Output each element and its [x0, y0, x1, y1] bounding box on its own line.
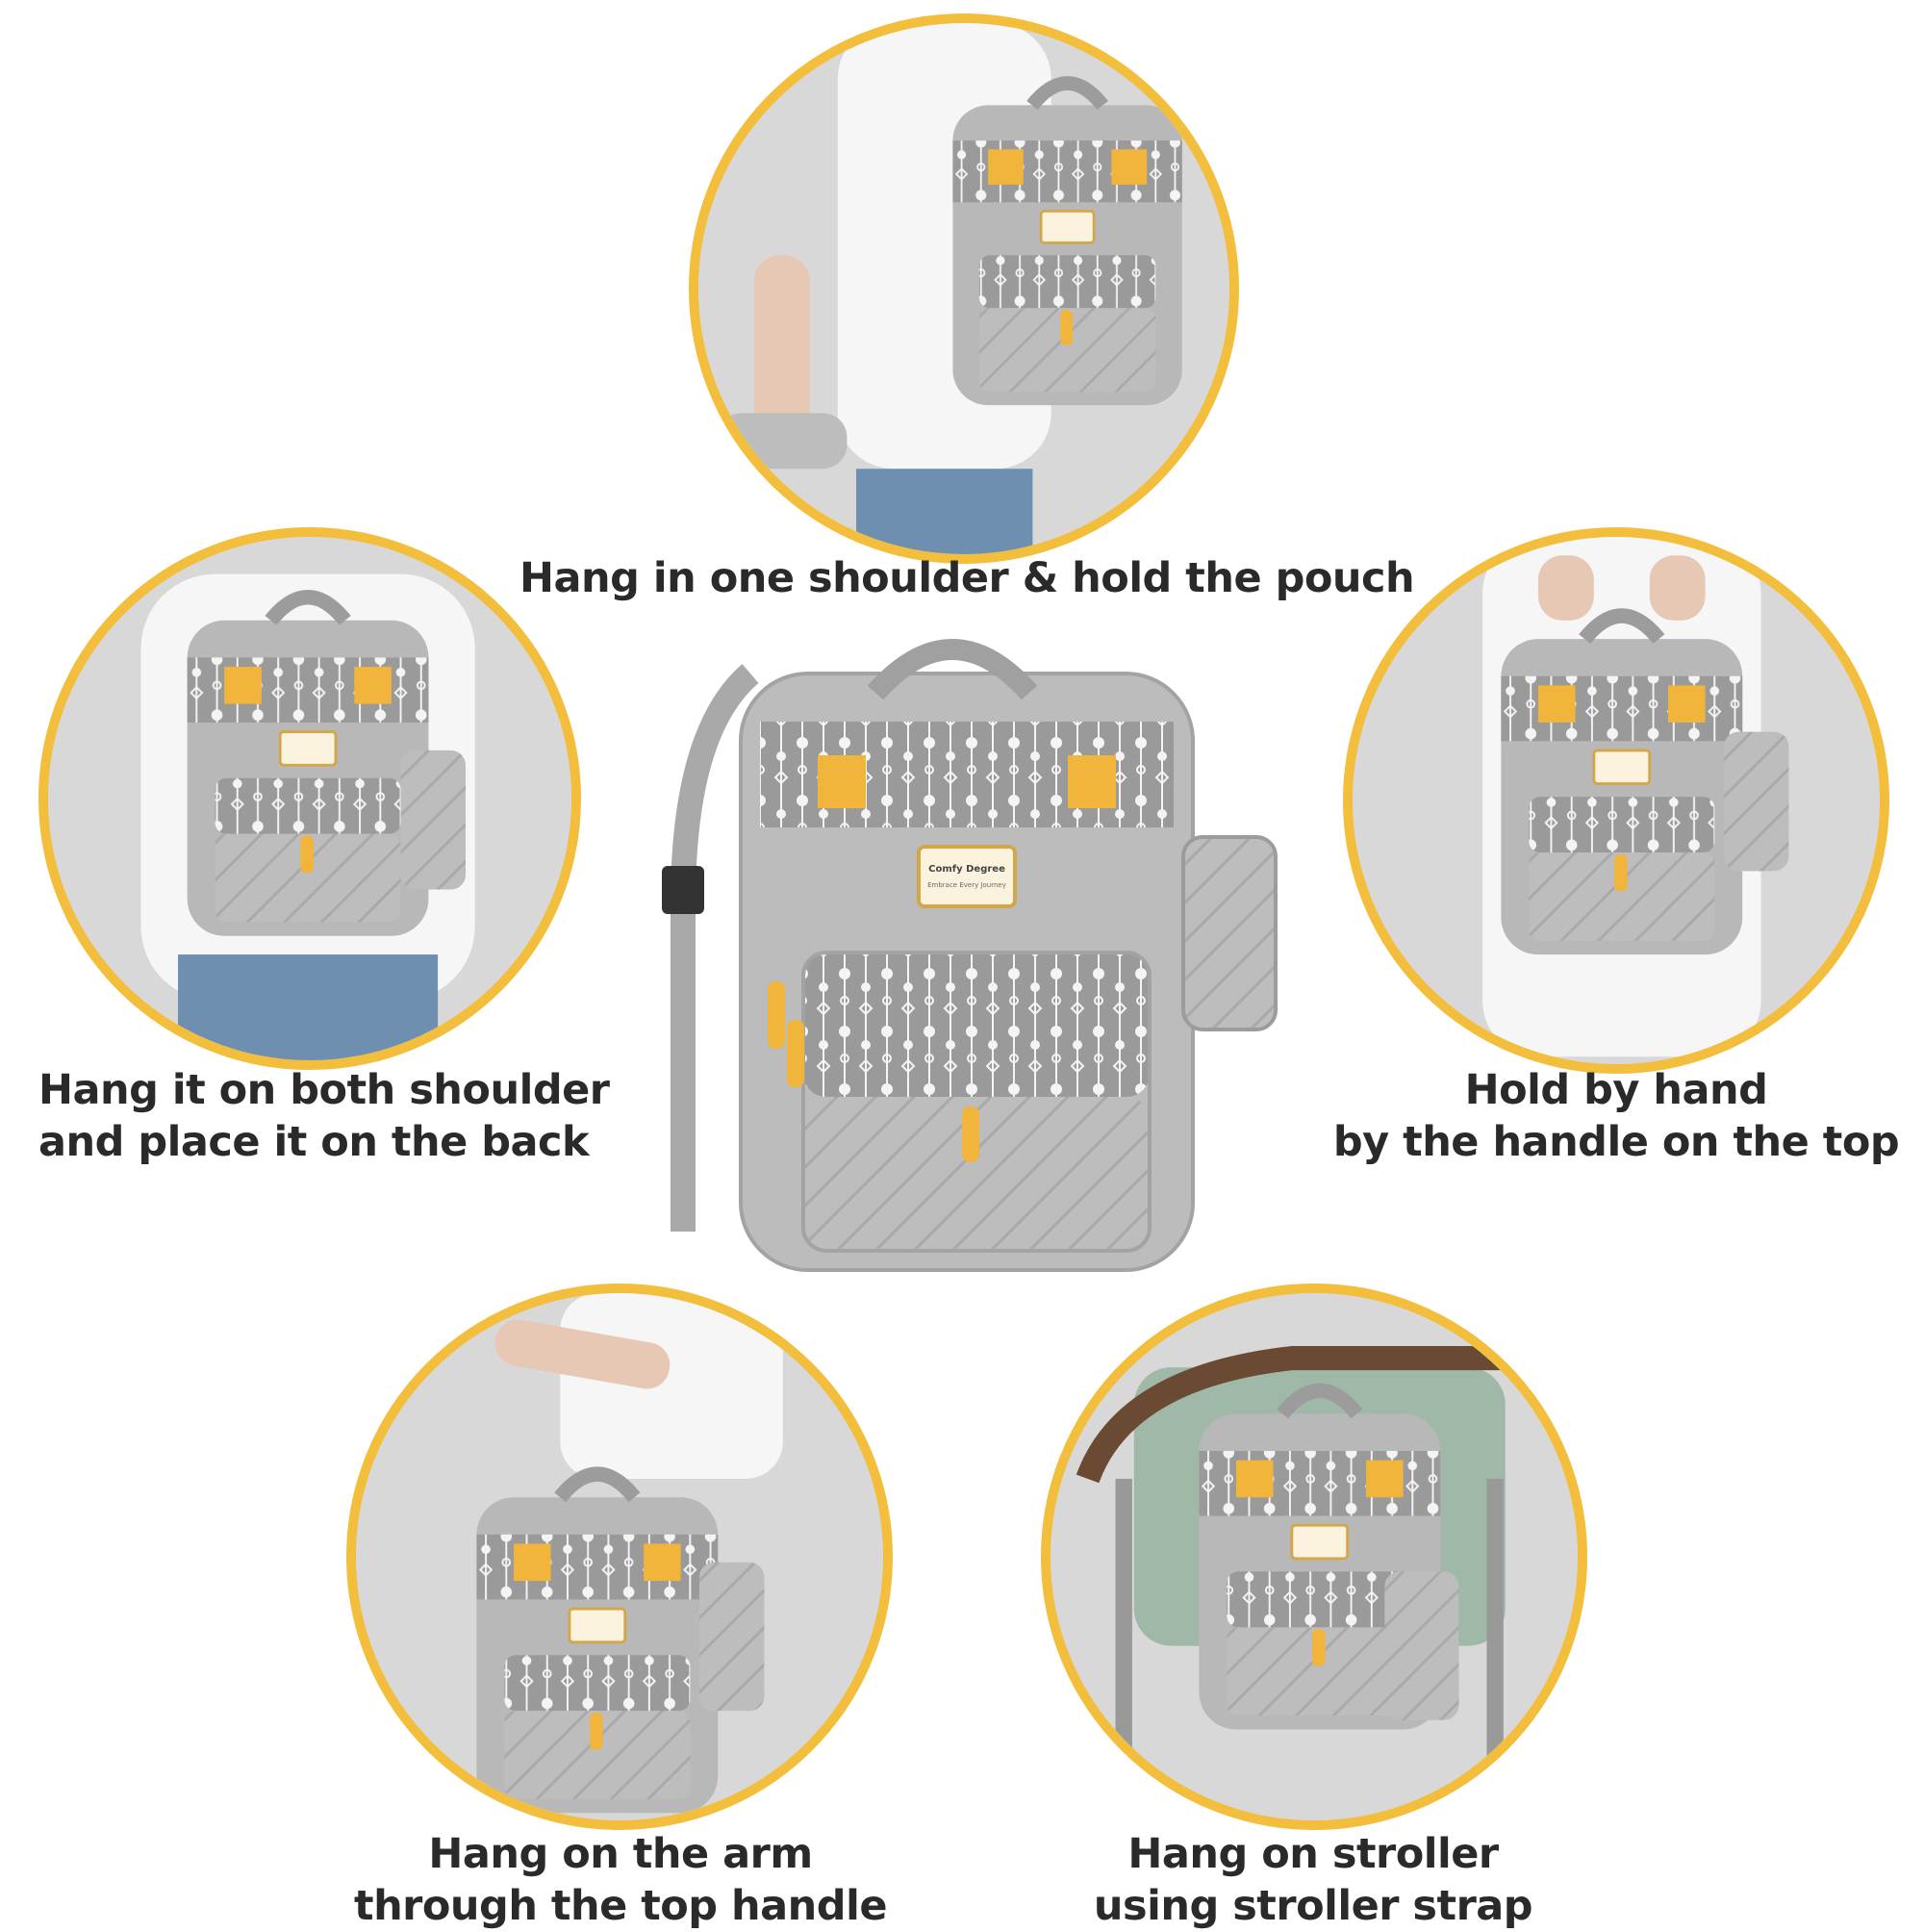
caption-hand-held: Hold by hand by the handle on the top: [1328, 1064, 1905, 1168]
caption-one-shoulder: Hang in one shoulder & hold the pouch: [519, 552, 1415, 604]
photo-hand-held: [1343, 527, 1889, 1074]
photo-on-arm: [346, 1284, 893, 1830]
brand-label-line1: Comfy Degree: [928, 864, 1005, 875]
caption-line: and place it on the back: [38, 1118, 590, 1166]
caption-on-arm: Hang on the arm through the top handle: [317, 1828, 924, 1932]
caption-line: using stroller strap: [1093, 1882, 1533, 1930]
brand-label: [917, 845, 1017, 908]
caption-line: Hang on the arm: [428, 1830, 813, 1878]
photo-one-shoulder: [689, 13, 1239, 564]
both-shoulder-illustration: [48, 537, 571, 1060]
caption-line: through the top handle: [354, 1882, 887, 1930]
caption-stroller: Hang on stroller using stroller strap: [1010, 1828, 1616, 1932]
photo-both-shoulder: [38, 527, 581, 1070]
hand-held-illustration: [1353, 537, 1880, 1064]
caption-line: Hold by hand: [1464, 1066, 1768, 1114]
product-backpack-image: Comfy Degree Embrace Every Journey: [625, 616, 1299, 1309]
on-arm-illustration: [356, 1293, 883, 1820]
stroller-illustration: [1051, 1293, 1578, 1820]
caption-line: by the handle on the top: [1332, 1118, 1900, 1166]
backpack-illustration: Comfy Degree Embrace Every Journey: [662, 639, 1278, 1272]
one-shoulder-illustration: [698, 23, 1229, 554]
caption-both-shoulder: Hang it on both shoulder and place it on…: [38, 1064, 610, 1168]
caption-line: Hang on stroller: [1127, 1830, 1499, 1878]
caption-line: Hang it on both shoulder: [38, 1066, 610, 1114]
brand-label-line2: Embrace Every Journey: [927, 881, 1006, 889]
caption-line: Hang in one shoulder & hold the pouch: [519, 554, 1415, 602]
photo-stroller: [1041, 1284, 1587, 1830]
